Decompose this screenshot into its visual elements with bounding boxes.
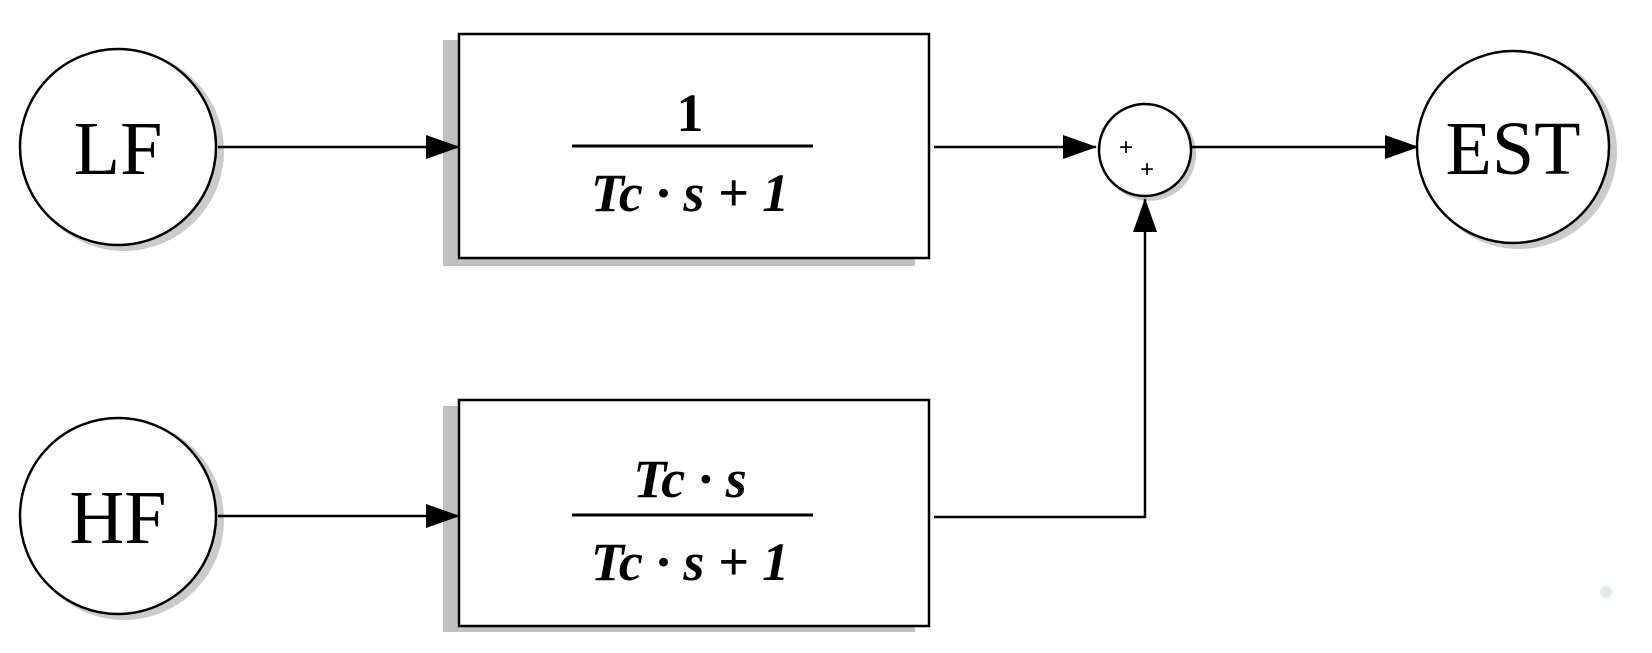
hf-label: HF [69,476,166,560]
summing-junction: + + [1097,102,1193,198]
highpass-numerator: Tc · s [633,449,747,509]
sum-sign-top: + [1119,134,1133,161]
est-node: EST [1415,49,1611,245]
lowpass-block: 1 Tc · s + 1 [457,32,931,260]
lowpass-numerator: 1 [677,83,704,143]
est-label: EST [1445,107,1580,191]
highpass-block: Tc · s Tc · s + 1 [457,398,931,628]
sum-sign-bottom: + [1140,156,1154,183]
lf-label: LF [74,107,163,191]
decorative-dot [1600,586,1612,598]
highpass-denominator: Tc · s + 1 [591,532,789,592]
connectors [218,135,1419,528]
hf-node: HF [18,416,218,616]
lf-node: LF [18,47,218,247]
lowpass-denominator: Tc · s + 1 [591,163,789,223]
highpass-to-sum-arrow [934,198,1157,519]
